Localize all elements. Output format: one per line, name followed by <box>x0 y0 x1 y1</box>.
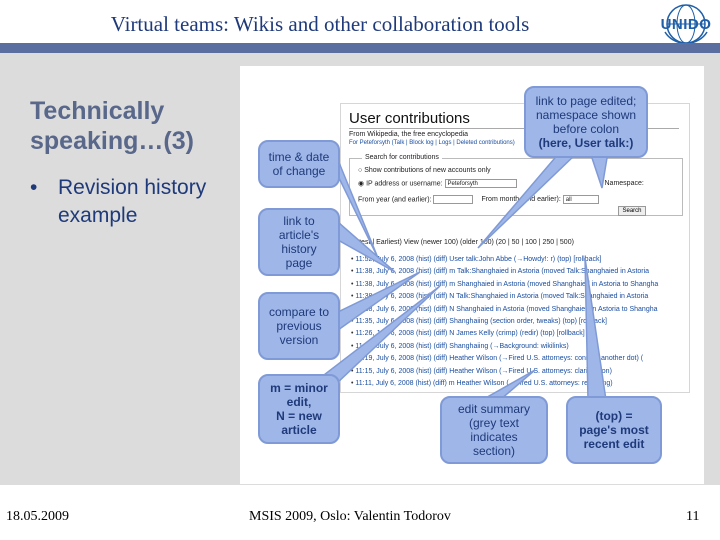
contribution-row[interactable]: 11:38, July 6, 2008 (hist) (diff) N Shan… <box>351 304 689 316</box>
contribution-row[interactable]: 11:35, July 6, 2008 (hist) (diff) Shangh… <box>351 316 689 328</box>
contribution-row[interactable]: 11:15, July 6, 2008 (hist) (diff) Heathe… <box>351 366 689 378</box>
heading-line-1: Technically <box>30 97 165 125</box>
callout-summary: edit summary (grey text indicates sectio… <box>440 396 548 464</box>
callout-history: link to article's history page <box>258 208 340 276</box>
wiki-from-line: From Wikipedia, the free encyclopedia <box>349 131 469 138</box>
search-legend: Search for contributions <box>362 154 442 161</box>
contribution-row[interactable]: 11:26, July 6, 2008 (hist) (diff) N Jame… <box>351 328 689 340</box>
callout-top-text: (top) = page's most recent edit <box>579 409 649 451</box>
pagination-links[interactable]: (Latest | Earliest) View (newer 100) (ol… <box>349 239 574 246</box>
footer-page-number: 11 <box>686 509 700 524</box>
option-ip-label: IP address or username: <box>366 180 443 188</box>
namespace-label: Namespace: <box>604 180 644 188</box>
bullet-item: • Revision history example <box>30 174 245 230</box>
bullet-text: Revision history example <box>58 176 207 227</box>
callout-history-text: link to article's history page <box>278 214 320 270</box>
callout-compare: compare to previous version <box>258 292 340 360</box>
month-select[interactable]: all <box>562 195 599 204</box>
footer-date: 18.05.2009 <box>6 509 69 524</box>
option-ip-username[interactable]: ◉ IP address or username: Peteforsyth Na… <box>358 179 644 188</box>
username-input[interactable]: Peteforsyth <box>444 179 517 188</box>
slide-title: Virtual teams: Wikis and other collabora… <box>110 12 530 36</box>
title-rule <box>0 43 720 53</box>
from-month-label: From month (and earlier): <box>481 196 561 204</box>
from-year-label: From year (and earlier): <box>358 196 432 204</box>
bullet-marker: • <box>30 176 38 199</box>
callout-compare-text: compare to previous version <box>268 305 330 347</box>
contribution-row[interactable]: 11:52, July 6, 2008 (hist) (diff) User t… <box>351 254 689 266</box>
callout-minor: m = minor edit, N = new article <box>258 374 340 444</box>
year-input[interactable] <box>433 195 474 204</box>
logo-text: UNIDO <box>660 16 712 33</box>
contribution-row[interactable]: 11:25, July 6, 2008 (hist) (diff) Shangh… <box>351 341 689 353</box>
callout-date-text: time & date of change <box>268 150 330 178</box>
contribution-row[interactable]: 11:19, July 6, 2008 (hist) (diff) Heathe… <box>351 353 689 365</box>
callout-minor-text: m = minor edit, N = new article <box>270 381 328 437</box>
slide-heading: Technically speaking…(3) <box>30 96 240 156</box>
callout-top: (top) = page's most recent edit <box>566 396 662 464</box>
footer-presenter: MSIS 2009, Oslo: Valentin Todorov <box>249 509 451 524</box>
date-filter-row: From year (and earlier): From month (and… <box>358 195 599 204</box>
contributions-list: 11:52, July 6, 2008 (hist) (diff) User t… <box>351 254 689 390</box>
contribution-row[interactable]: 11:38, July 6, 2008 (hist) (diff) N Talk… <box>351 291 689 303</box>
callout-namespace-text: link to page edited; namespace shown bef… <box>535 94 637 136</box>
wiki-tools-links[interactable]: For Peteforsyth (Talk | Block log | Logs… <box>349 140 515 146</box>
option-new-accounts[interactable]: ○ Show contributions of new accounts onl… <box>358 167 491 174</box>
callout-summary-text: edit summary (grey text indicates sectio… <box>457 402 531 458</box>
unido-logo: UNIDO <box>657 2 715 46</box>
contribution-row[interactable]: 11:38, July 6, 2008 (hist) (diff) m Talk… <box>351 266 689 278</box>
option-new-label: Show contributions of new accounts only <box>364 167 491 174</box>
callout-namespace: link to page edited; namespace shown bef… <box>524 86 648 158</box>
search-fieldset: Search for contributions ○ Show contribu… <box>349 154 683 216</box>
contribution-row[interactable]: 11:11, July 6, 2008 (hist) (diff) m Heat… <box>351 378 689 390</box>
wiki-title-rule <box>349 128 679 129</box>
wiki-page-title: User contributions <box>349 110 470 127</box>
callout-namespace-bold: (here, User talk:) <box>538 136 634 150</box>
callout-date: time & date of change <box>258 140 340 188</box>
heading-line-2: speaking…(3) <box>30 127 194 155</box>
search-button[interactable]: Search <box>618 206 646 216</box>
contribution-row[interactable]: 11:38, July 6, 2008 (hist) (diff) m Shan… <box>351 279 689 291</box>
